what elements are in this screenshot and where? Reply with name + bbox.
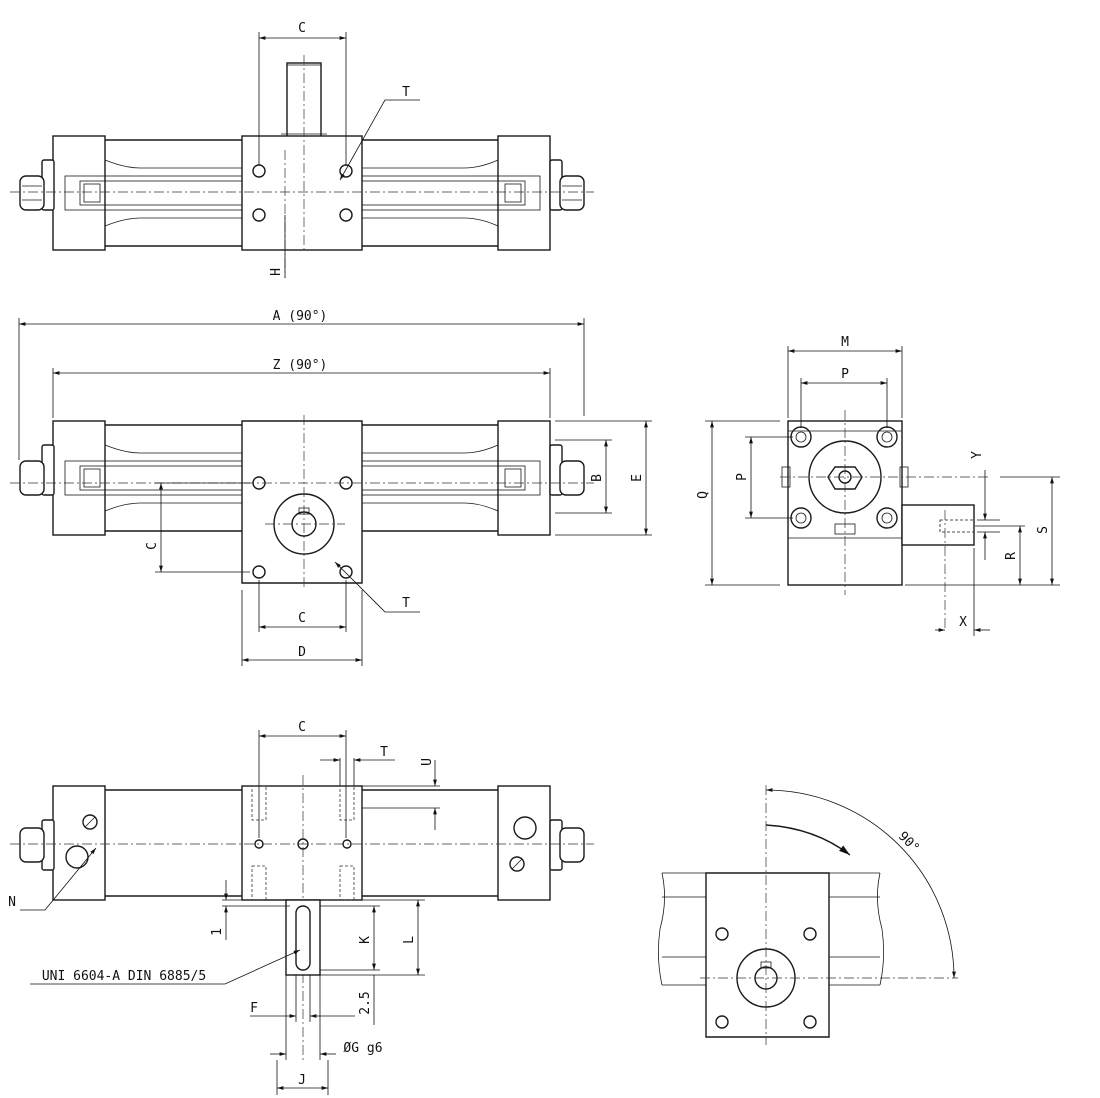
dim-t-top: T <box>402 85 410 100</box>
front-view <box>10 318 652 666</box>
dim-m: M <box>841 335 849 350</box>
top-view <box>10 32 594 278</box>
dim-y: Y <box>970 451 985 459</box>
dim-s: S <box>1036 526 1051 534</box>
dim-c-front: C <box>298 611 306 626</box>
dim-q: Q <box>696 491 711 499</box>
dim-r: R <box>1004 552 1019 560</box>
dim-d: D <box>298 645 306 660</box>
dim-c-top: C <box>298 21 306 36</box>
dim-k: K <box>358 936 373 944</box>
dim-p-vertical: P <box>735 473 750 481</box>
dim-c-vertical: C <box>145 542 160 550</box>
key-standard-label: UNI 6604-A DIN 6885/5 <box>42 969 206 984</box>
dim-h: H <box>269 268 284 276</box>
dim-x: X <box>959 615 967 630</box>
dim-e: E <box>630 474 645 482</box>
side-view <box>705 346 1060 636</box>
dim-c-bottom: C <box>298 720 306 735</box>
dim-j: J <box>298 1073 306 1088</box>
dim-l: L <box>402 936 417 944</box>
dim-g-g6: ØG g6 <box>343 1041 382 1056</box>
dim-t-front: T <box>402 596 410 611</box>
dim-u: U <box>420 758 435 766</box>
dim-b: B <box>590 474 605 482</box>
dim-t-bottom: T <box>380 745 388 760</box>
dim-1: 1 <box>210 928 225 936</box>
dim-n: N <box>8 895 16 910</box>
dim-a-90: A (90°) <box>273 309 328 324</box>
dim-2-5: 2.5 <box>358 991 373 1014</box>
dim-f: F <box>250 1001 258 1016</box>
angle-90-label: 90° <box>895 829 922 856</box>
rotation-detail <box>658 785 958 1045</box>
dim-p-horizontal: P <box>841 367 849 382</box>
bottom-view <box>10 730 594 1095</box>
dim-z-90: Z (90°) <box>273 358 328 373</box>
